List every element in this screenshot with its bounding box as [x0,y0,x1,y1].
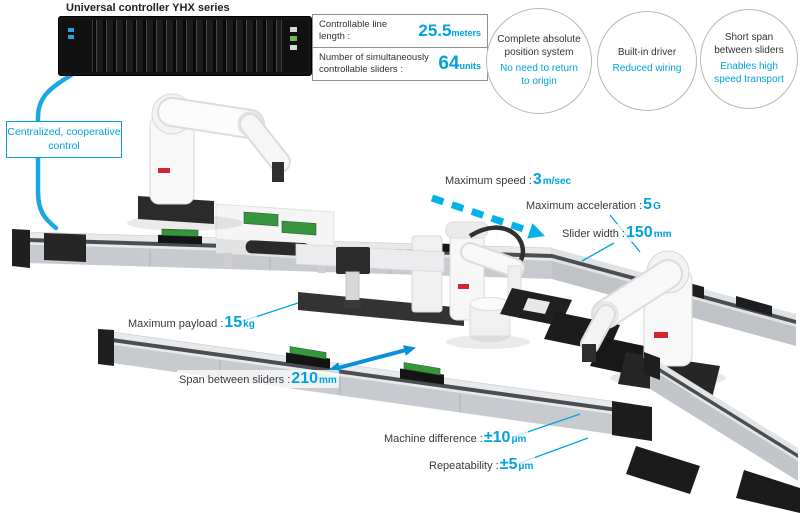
controller-slot-modules [93,20,281,72]
annotation-value: 210 [291,370,318,387]
spec-label: Number of simultaneously controllable sl… [319,51,429,75]
io-port [290,36,297,41]
spec-box: Controllable line length : 25.5meters Nu… [312,14,488,81]
controller-cpu-module [62,20,93,72]
cartesian-gantry [295,235,464,326]
annotation-label: Maximum acceleration : [526,200,643,212]
annotation-label: Span between sliders : [179,374,291,386]
annotation-label: Repeatability : [429,460,499,472]
status-led [68,35,74,39]
spec-value: 64units [438,53,481,75]
control-cable [35,69,79,231]
annotation-unit: kg [243,319,255,330]
spec-row-line-length: Controllable line length : 25.5meters [313,15,487,47]
feature-badge-built-in-driver: Built-in driver Reduced wiring [597,11,697,111]
annotation-max-acceleration: Maximum acceleration :5G [524,196,663,214]
scara-robot-left [127,93,291,231]
conveyor-front-rail [98,329,652,441]
controller-title: Universal controller YHX series [66,2,230,14]
controller-io-module [281,20,308,72]
spec-unit: meters [451,27,481,38]
annotation-machine-difference: Machine difference :±10μm [382,429,529,447]
annotation-unit: μm [511,434,527,445]
annotation-value: ±5 [499,456,518,473]
spec-label: Controllable line length : [319,19,388,42]
annotation-label: Machine difference : [384,433,483,445]
badge-subtitle: No need to return to origin [500,63,578,87]
annotation-unit: mm [319,375,337,386]
annotation-span-between-sliders: Span between sliders :210mm [177,370,339,388]
status-led [68,28,74,32]
cable-chain [245,240,310,257]
annotation-label: Maximum payload : [128,318,224,330]
spec-unit: units [459,60,482,71]
badge-title: Complete absolute position system [497,34,581,58]
central-control-label: Centralized, cooperative control [6,121,122,159]
io-port [290,45,297,50]
annotation-value: 3 [532,171,542,188]
spec-row-slider-count: Number of simultaneously controllable sl… [313,46,487,80]
annotation-value: 15 [224,314,243,331]
annotation-label: Maximum speed : [445,175,532,187]
annotation-max-payload: Maximum payload :15kg [126,314,257,332]
spec-number: 64 [438,52,460,74]
badge-subtitle: Reduced wiring [612,63,682,74]
spec-value: 25.5meters [418,21,481,41]
conveyor-spur-rail [626,352,800,513]
badge-title: Short span between sliders [714,32,784,56]
annotation-unit: m/sec [542,176,572,187]
annotation-value: 5 [643,196,653,213]
annotation-unit: μm [518,461,534,472]
annotation-slider-width: Slider width :150mm [560,224,674,242]
max-speed-arrow [430,194,545,239]
annotation-label: Slider width : [562,228,625,240]
annotation-unit: G [653,201,661,212]
feature-badge-short-span: Short span between sliders Enables high … [700,9,798,109]
spec-number: 25.5 [418,20,452,40]
controller-image [58,16,312,76]
badge-subtitle: Enables high speed transport [714,61,784,85]
io-port [290,27,297,32]
slider-with-pcb-front [286,346,444,385]
slider-with-pcb-top [158,228,458,253]
annotation-value: 150 [625,224,653,241]
annotation-unit: mm [653,229,672,240]
annotation-repeatability: Repeatability :±5μm [427,456,536,474]
feature-badge-absolute-position: Complete absolute position system No nee… [486,8,592,114]
annotation-value: ±10 [483,429,511,446]
annotation-max-speed: Maximum speed :3m/sec [443,171,574,189]
vertical-robot [445,221,530,349]
badge-title: Built-in driver [617,46,677,58]
